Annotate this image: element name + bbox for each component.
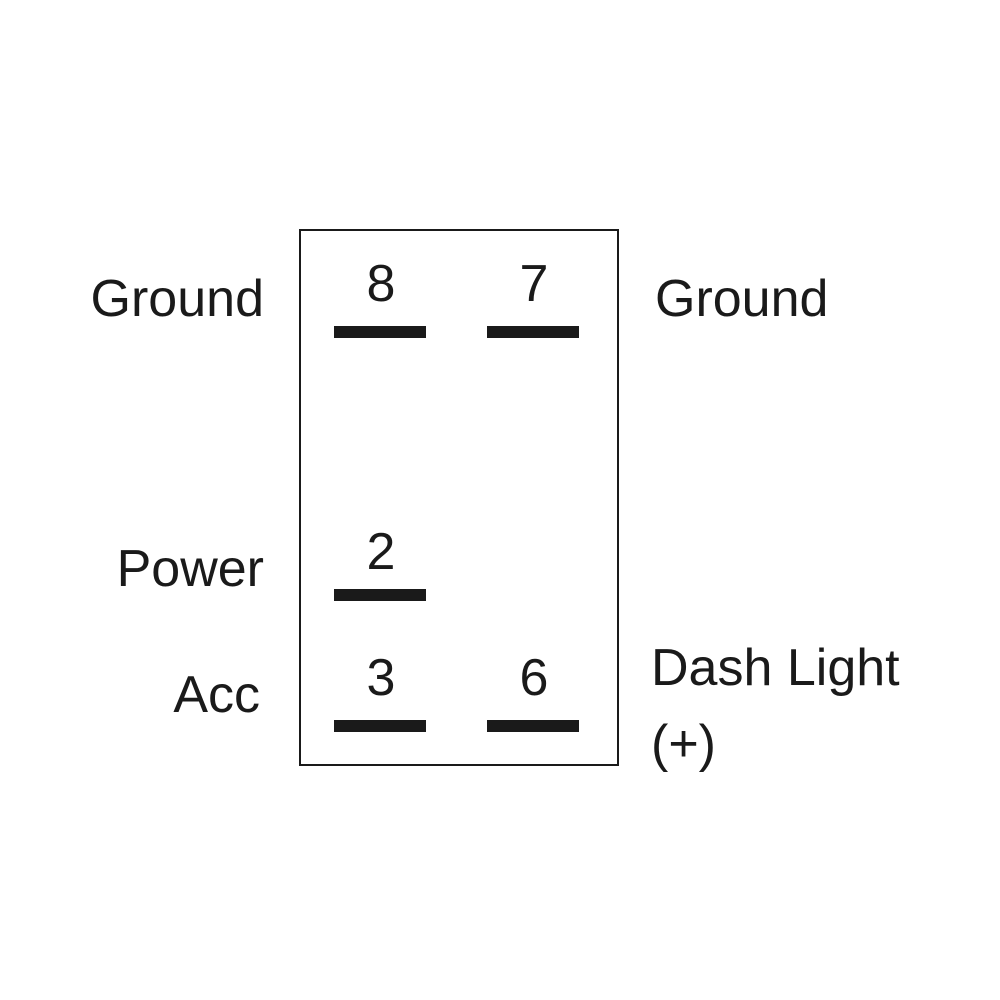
pin-8-terminal [334, 326, 426, 338]
pin-3-label: Acc [173, 666, 260, 724]
pin-3-terminal [334, 720, 426, 732]
pin-6-number: 6 [519, 649, 549, 707]
switch-body-outline [299, 229, 619, 766]
pin-6-label-line2: (+) [651, 715, 716, 773]
pin-6-terminal [487, 720, 579, 732]
pin-2-number: 2 [366, 523, 396, 581]
pin-2-label: Power [116, 540, 264, 598]
pin-8-number: 8 [366, 255, 396, 313]
pin-3-number: 3 [366, 649, 396, 707]
pin-8-label: Ground [90, 270, 264, 328]
pin-2-terminal [334, 589, 426, 601]
pin-7-number: 7 [519, 255, 549, 313]
pin-7-label: Ground [655, 270, 829, 328]
pin-6-label-line1: Dash Light [651, 639, 900, 697]
pin-7-terminal [487, 326, 579, 338]
